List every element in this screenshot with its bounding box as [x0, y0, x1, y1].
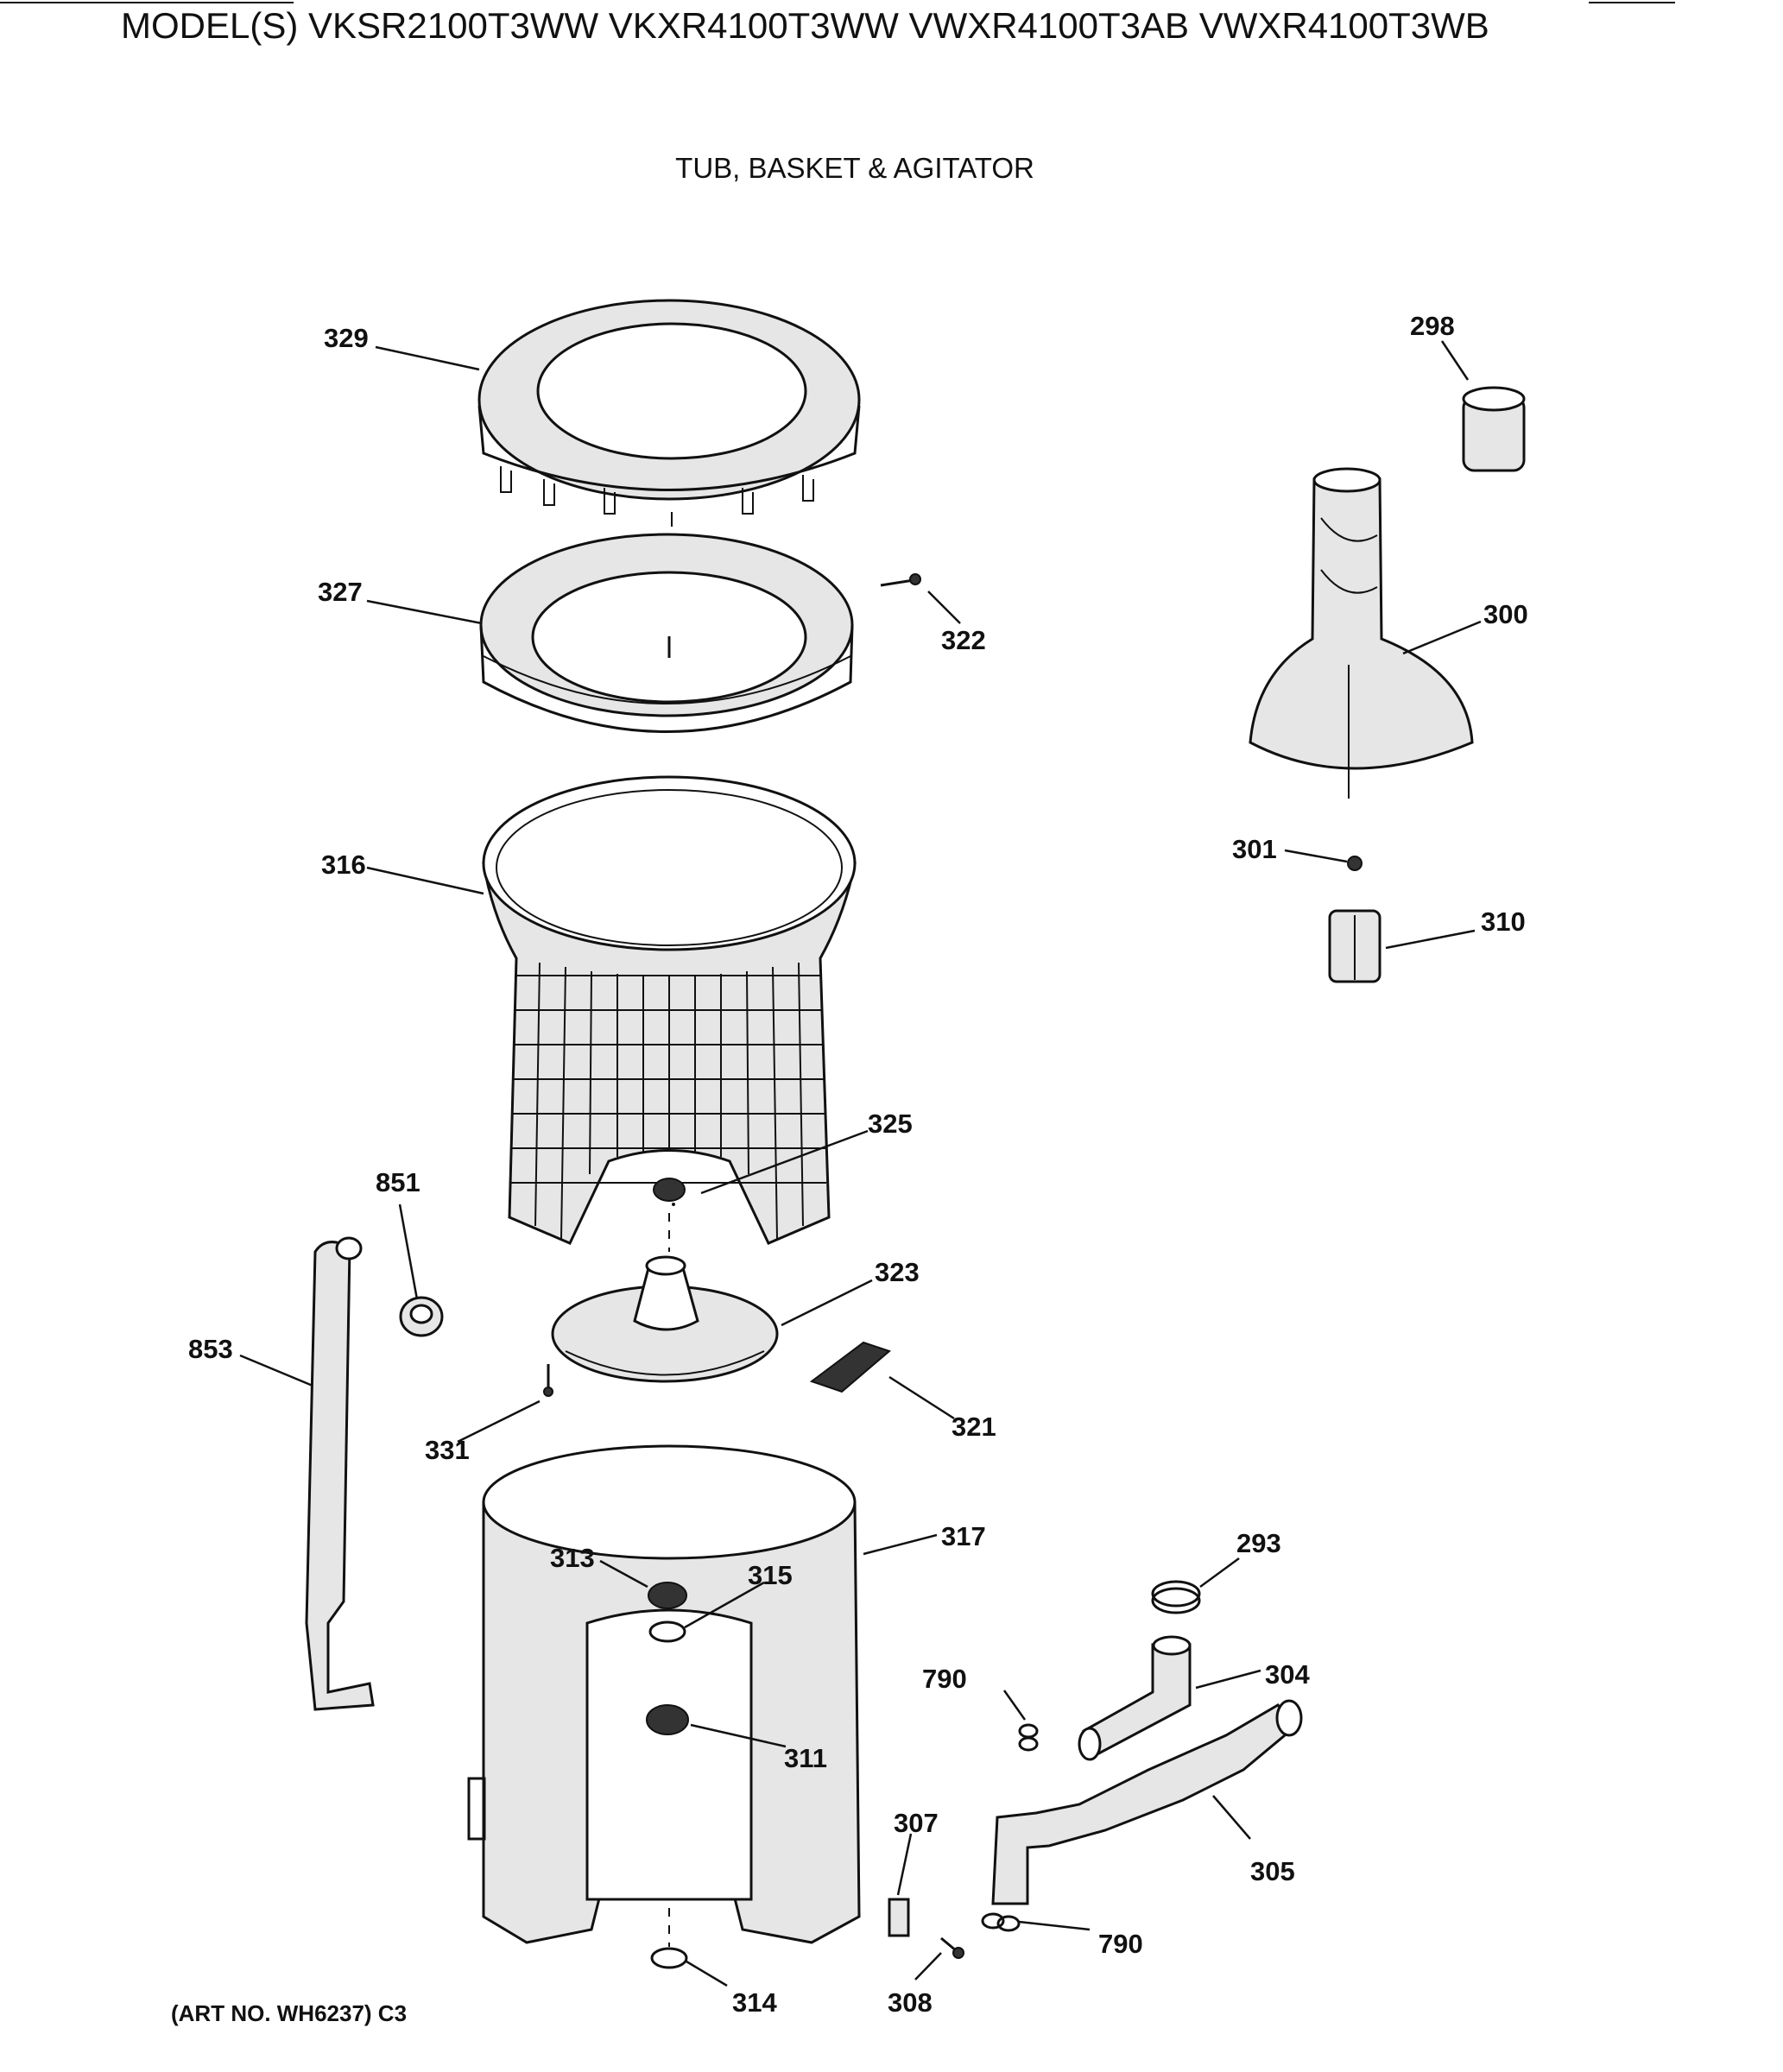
callout-322: 322: [941, 625, 986, 655]
part-317-outer-tub: [467, 1444, 861, 1944]
part-304-pump-hose: [1078, 1635, 1192, 1761]
callout-327: 327: [318, 577, 363, 607]
part-308-screw: [940, 1936, 964, 1959]
callout-310: 310: [1481, 906, 1526, 937]
callout-331: 331: [425, 1435, 470, 1465]
callout-317: 317: [941, 1521, 986, 1551]
leader-lines: [239, 340, 1482, 1987]
callout-315: 315: [748, 1560, 793, 1590]
art-number: (ART NO. WH6237) C3: [171, 2000, 408, 2026]
part-321-access-cover: [809, 1341, 891, 1393]
callout-329: 329: [324, 323, 369, 353]
part-307-bracket: [888, 1898, 910, 1937]
part-314-washer: [650, 1908, 688, 1969]
callout-labels: 329 298 327 322 300 316 301 310 325 851 …: [188, 311, 1528, 2018]
model-numbers-header: MODEL(S) VKSR2100T3WW VKXR4100T3WW VWXR4…: [121, 5, 1489, 46]
part-301-bolt: [1347, 856, 1363, 871]
part-293-hose-clamp: [1151, 1580, 1201, 1614]
callout-853: 853: [188, 1334, 233, 1364]
part-310-cam: [1328, 909, 1382, 983]
callout-790-lower: 790: [1098, 1929, 1143, 1959]
part-300-agitator: [1249, 467, 1474, 799]
callout-305: 305: [1250, 1856, 1295, 1886]
callout-307: 307: [894, 1808, 939, 1838]
callout-301: 301: [1232, 834, 1277, 864]
part-327-balance-ring: [479, 533, 854, 733]
callout-304: 304: [1265, 1659, 1310, 1690]
part-316-wash-basket: [482, 775, 857, 1252]
callout-314: 314: [732, 1987, 777, 2018]
callout-293: 293: [1236, 1528, 1281, 1558]
top-rule-left: [0, 2, 294, 3]
callout-323: 323: [875, 1257, 920, 1287]
part-325-seal: [672, 1203, 675, 1206]
part-298-agitator-cap: [1462, 386, 1526, 472]
callout-321: 321: [952, 1412, 996, 1442]
callout-851: 851: [376, 1167, 420, 1197]
callout-308: 308: [888, 1987, 933, 2018]
part-323-basket-hub: [551, 1255, 779, 1383]
part-790-clamp-upper: [1018, 1723, 1039, 1752]
callout-298: 298: [1410, 311, 1455, 341]
part-315-washer: [648, 1620, 686, 1643]
part-853-siphon-tube: [305, 1236, 375, 1711]
top-rule-right: [1589, 2, 1675, 3]
part-329-tub-cover: [477, 299, 861, 527]
part-851-nut: [399, 1296, 444, 1337]
callout-311: 311: [784, 1743, 827, 1773]
callout-325: 325: [868, 1109, 913, 1139]
part-311-nut: [646, 1704, 689, 1735]
callout-316: 316: [321, 850, 366, 880]
part-313-seal: [648, 1582, 687, 1609]
callout-313: 313: [550, 1543, 595, 1573]
part-790-clamp-lower: [981, 1912, 1021, 1932]
callout-790-upper: 790: [922, 1664, 967, 1694]
part-322-screw: [880, 573, 921, 587]
diagram-title: TUB, BASKET & AGITATOR: [675, 152, 1034, 184]
part-331-screw: [543, 1364, 553, 1397]
callout-300: 300: [1483, 599, 1528, 629]
part-305-drain-hose: [991, 1699, 1303, 1905]
